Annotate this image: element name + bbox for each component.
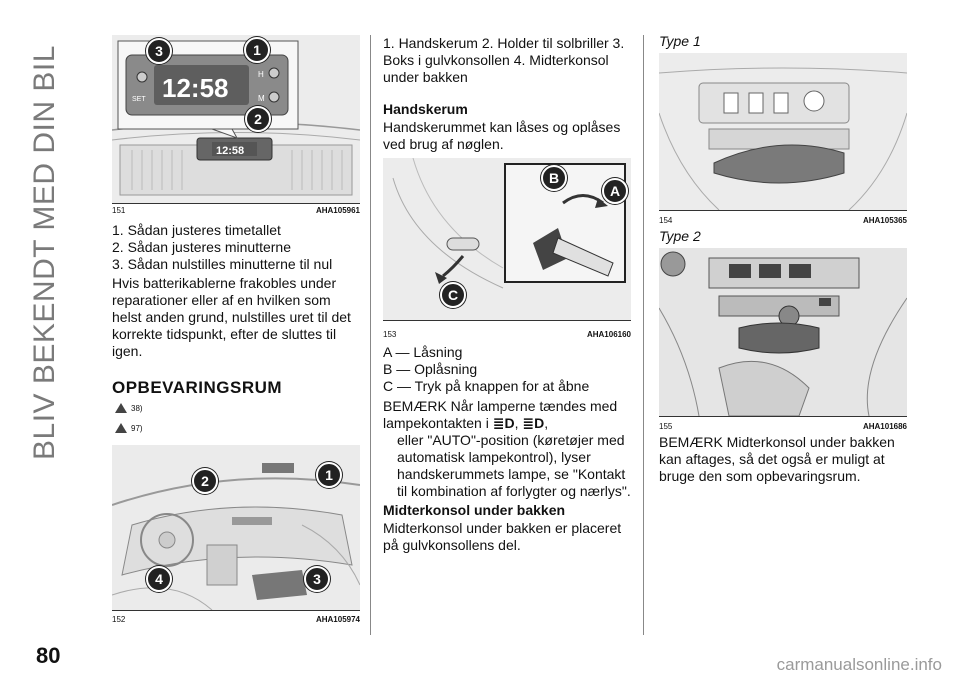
console-removable-note: BEMÆRK Midterkonsol under bakken kan aft… bbox=[659, 434, 895, 484]
hour-button-icon bbox=[268, 67, 280, 79]
minute-label: M bbox=[258, 94, 265, 103]
arrow-icon bbox=[595, 198, 608, 208]
heading-center-console: Midterkonsol under bakken bbox=[383, 502, 566, 518]
note-rest: eller "AUTO"-position (køretøjer med aut… bbox=[397, 432, 631, 499]
minute-button-icon bbox=[268, 91, 280, 103]
heading-glovebox: Handskerum bbox=[383, 101, 468, 117]
glovebox-legend: A — Låsning B — Oplåsning C — Tryk på kn… bbox=[383, 344, 635, 395]
figure-id: AHA105961 bbox=[315, 206, 360, 215]
callout-2: 2 bbox=[192, 468, 218, 494]
note-start: BEMÆRK Når lamperne tændes med lampekont… bbox=[383, 398, 618, 431]
warning-icon bbox=[115, 403, 127, 413]
callout-3: 3 bbox=[304, 566, 330, 592]
lamp-note: BEMÆRK Når lamperne tændes med lampekont… bbox=[383, 398, 635, 500]
lamp-icon: ≣D bbox=[492, 415, 515, 431]
type-1-label: Type 1 bbox=[659, 33, 701, 49]
figure-caption-152: 152 AHA105974 bbox=[112, 615, 360, 624]
figure-number: 152 bbox=[112, 615, 126, 624]
glovebox-handle bbox=[446, 237, 480, 251]
set-label: SET bbox=[132, 96, 146, 103]
tray bbox=[738, 322, 820, 354]
legend-item: C — Tryk på knappen for at åbne bbox=[383, 378, 590, 394]
figure-number: 153 bbox=[383, 330, 397, 339]
list-item: 3. Sådan nulstilles minutterne til nul bbox=[112, 256, 333, 272]
warning-ref-text: 97) bbox=[131, 423, 143, 433]
clock-instruction-list: 1. Sådan justeres timetallet 2. Sådan ju… bbox=[112, 222, 362, 273]
figure-glovebox-lock bbox=[383, 158, 631, 321]
warning-ref-text: 38) bbox=[131, 403, 143, 413]
sunglass-holder bbox=[262, 463, 294, 473]
warning-icon bbox=[115, 423, 127, 433]
arrow-icon bbox=[435, 272, 447, 284]
figure-id: AHA105365 bbox=[862, 216, 907, 225]
console-type1-illustration bbox=[659, 53, 907, 210]
section-heading-storage: OPBEVARINGSRUM bbox=[112, 378, 283, 397]
chapter-title-text: BLIV BEKENDT MED DIN BIL bbox=[28, 45, 61, 460]
callout-1: 1 bbox=[244, 37, 270, 63]
storage-legend-paragraph: 1. Handskerum 2. Holder til solbriller 3… bbox=[383, 35, 625, 85]
column-divider-1 bbox=[370, 35, 371, 635]
callout-C: C bbox=[440, 282, 466, 308]
figure-console-type1 bbox=[659, 53, 907, 211]
watermark: carmanualsonline.info bbox=[776, 655, 942, 674]
figure-caption-153: 153 AHA106160 bbox=[383, 330, 631, 339]
list-item: 1. Sådan justeres timetallet bbox=[112, 222, 281, 238]
callout-B: B bbox=[541, 165, 567, 191]
callout-A: A bbox=[602, 178, 628, 204]
figure-number: 154 bbox=[659, 216, 673, 225]
floor-box bbox=[252, 570, 307, 600]
page-number: 80 bbox=[36, 643, 61, 668]
console-type2-illustration bbox=[659, 248, 907, 416]
callout-3: 3 bbox=[146, 38, 172, 64]
list-item: 2. Sådan justeres minutterne bbox=[112, 239, 291, 255]
tray bbox=[713, 144, 845, 184]
small-clock-time: 12:58 bbox=[216, 145, 244, 157]
set-button-icon bbox=[136, 71, 148, 83]
figure-clock: 12:58 12:58 SET H M bbox=[112, 35, 360, 204]
type-2-label: Type 2 bbox=[659, 228, 701, 244]
clock-illustration: 12:58 12:58 SET H M bbox=[112, 35, 360, 203]
figure-console-type2 bbox=[659, 248, 907, 417]
glovebox bbox=[232, 517, 272, 525]
figure-caption-154: 154 AHA105365 bbox=[659, 216, 907, 225]
figure-id: AHA101686 bbox=[862, 422, 907, 431]
figure-caption-155: 155 AHA101686 bbox=[659, 422, 907, 431]
hour-label: H bbox=[258, 70, 264, 79]
clock-time: 12:58 bbox=[162, 73, 229, 103]
glovebox-illustration bbox=[383, 158, 631, 320]
center-console-paragraph: Midterkonsol under bakken er placeret på… bbox=[383, 520, 622, 553]
warning-ref-38: 38) bbox=[115, 403, 143, 413]
legend-item: A — Låsning bbox=[383, 344, 463, 360]
figure-id: AHA105974 bbox=[315, 615, 360, 624]
callout-1: 1 bbox=[316, 462, 342, 488]
figure-number: 155 bbox=[659, 422, 673, 431]
figure-id: AHA106160 bbox=[586, 330, 631, 339]
glovebox-paragraph: Handskerummet kan låses og oplåses ved b… bbox=[383, 119, 621, 152]
callout-2: 2 bbox=[245, 106, 271, 132]
figure-caption-151: 151 AHA105961 bbox=[112, 206, 360, 215]
column-divider-2 bbox=[643, 35, 644, 635]
battery-paragraph: Hvis batterikablerne frakobles under rep… bbox=[112, 275, 351, 359]
legend-item: B — Oplåsning bbox=[383, 361, 478, 377]
lamp-icon: ≣D bbox=[522, 415, 545, 431]
warning-ref-97: 97) bbox=[115, 423, 143, 433]
callout-4: 4 bbox=[146, 566, 172, 592]
figure-number: 151 bbox=[112, 206, 126, 215]
